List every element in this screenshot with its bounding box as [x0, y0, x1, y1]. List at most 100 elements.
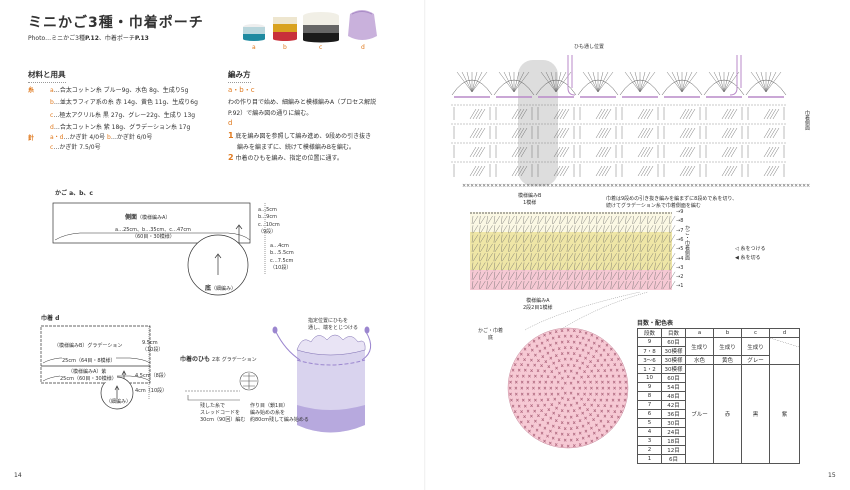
single-crochet-mark: × — [613, 420, 616, 425]
single-crochet-mark: × — [560, 351, 563, 356]
stitch-mark — [471, 243, 479, 253]
single-crochet-mark: × — [520, 379, 523, 384]
single-crochet-mark: × — [567, 444, 570, 449]
stitch-mark — [721, 146, 729, 158]
single-crochet-mark: × — [590, 333, 593, 338]
single-crochet-mark: × — [510, 398, 513, 403]
single-crochet-mark: × — [690, 183, 694, 189]
stitch-mark — [625, 243, 632, 253]
stitch-mark — [515, 215, 522, 225]
single-crochet-mark: × — [611, 398, 614, 403]
single-crochet-mark: × — [560, 408, 563, 413]
stitch-mark — [588, 271, 595, 280]
stitch-mark — [598, 146, 606, 158]
stitch-mark — [486, 262, 493, 271]
stitch-mark — [646, 146, 654, 158]
stitch-mark — [556, 127, 564, 139]
single-crochet-mark: × — [538, 386, 541, 391]
yarn-label: 糸 — [28, 87, 35, 94]
single-crochet-mark: × — [594, 183, 598, 189]
stitch-mark — [647, 253, 654, 262]
stitch-mark — [555, 71, 567, 93]
stitch-mark — [581, 262, 588, 271]
stitch-mark — [730, 165, 738, 177]
stitch-mark — [472, 127, 480, 139]
stitch-mark — [718, 71, 725, 93]
stitch-mark — [603, 243, 610, 253]
stitch-mark — [486, 234, 493, 243]
single-crochet-mark: × — [650, 183, 654, 189]
single-crochet-mark: × — [526, 379, 529, 384]
stitch-mark — [471, 225, 479, 234]
method-d-label: d — [228, 119, 233, 127]
single-crochet-mark: × — [569, 391, 572, 396]
single-crochet-mark: × — [603, 414, 606, 419]
stitch-mark — [540, 71, 557, 93]
stitch-mark — [559, 262, 566, 271]
stitch-mark — [530, 262, 537, 271]
single-crochet-mark: × — [549, 386, 552, 391]
stitch-mark — [647, 271, 654, 280]
stitch-mark — [469, 165, 477, 177]
stitch-mark — [556, 108, 564, 120]
stitch-mark — [604, 108, 612, 120]
stitch-mark — [552, 243, 559, 253]
single-crochet-mark: × — [554, 183, 558, 189]
single-crochet-mark: × — [560, 420, 563, 425]
bottom-label: 底（細編み） — [205, 285, 237, 292]
single-crochet-mark: × — [532, 432, 535, 437]
single-crochet-mark: × — [593, 397, 596, 402]
stitch-mark — [721, 108, 729, 120]
stitch-mark — [581, 243, 588, 253]
single-crochet-mark: × — [573, 351, 576, 356]
stitch-mark — [545, 71, 557, 93]
stitch-mark — [520, 146, 528, 158]
stitch-mark — [668, 280, 676, 290]
stitch-mark — [643, 165, 651, 177]
single-crochet-mark: × — [613, 362, 616, 367]
stitch-mark — [617, 243, 625, 253]
stitch-mark — [559, 215, 566, 225]
stitch-mark — [681, 71, 698, 93]
stitch-mark — [603, 215, 610, 225]
single-crochet-mark: × — [580, 397, 583, 402]
stitch-mark — [639, 215, 647, 225]
single-crochet-mark: × — [606, 183, 610, 189]
stitch-mark — [501, 225, 508, 234]
stitch-mark — [654, 225, 661, 234]
single-crochet-mark: × — [605, 342, 608, 347]
stitch-mark — [646, 165, 654, 177]
stitch-mark — [515, 234, 522, 243]
d-blank-cell — [769, 337, 800, 365]
stitch-mark — [597, 71, 609, 93]
stitch-mark — [724, 165, 732, 177]
single-crochet-mark: × — [573, 420, 576, 425]
band-pink — [470, 270, 672, 290]
single-crochet-mark: × — [546, 338, 549, 343]
stitch-mark — [637, 127, 645, 139]
single-crochet-mark: × — [534, 397, 537, 402]
stitch-mark — [515, 271, 522, 280]
single-crochet-mark: × — [544, 392, 547, 397]
single-crochet-mark: × — [586, 183, 590, 189]
stitch-mark — [682, 108, 690, 120]
single-crochet-mark: × — [516, 398, 519, 403]
single-crochet-mark: × — [534, 183, 538, 189]
single-crochet-mark: × — [538, 422, 541, 427]
single-crochet-mark: × — [516, 357, 519, 362]
stitch-mark — [514, 146, 522, 158]
stitch-mark — [530, 280, 537, 290]
stitch-mark — [522, 234, 530, 243]
single-crochet-mark: × — [806, 183, 810, 189]
stitch-mark — [553, 108, 561, 120]
single-crochet-mark: × — [510, 373, 513, 378]
single-crochet-mark: × — [556, 380, 559, 385]
single-crochet-mark: × — [543, 403, 546, 408]
single-crochet-mark: × — [706, 183, 710, 189]
single-crochet-mark: × — [523, 424, 526, 429]
single-crochet-mark: × — [466, 183, 470, 189]
stitch-mark — [671, 71, 683, 93]
